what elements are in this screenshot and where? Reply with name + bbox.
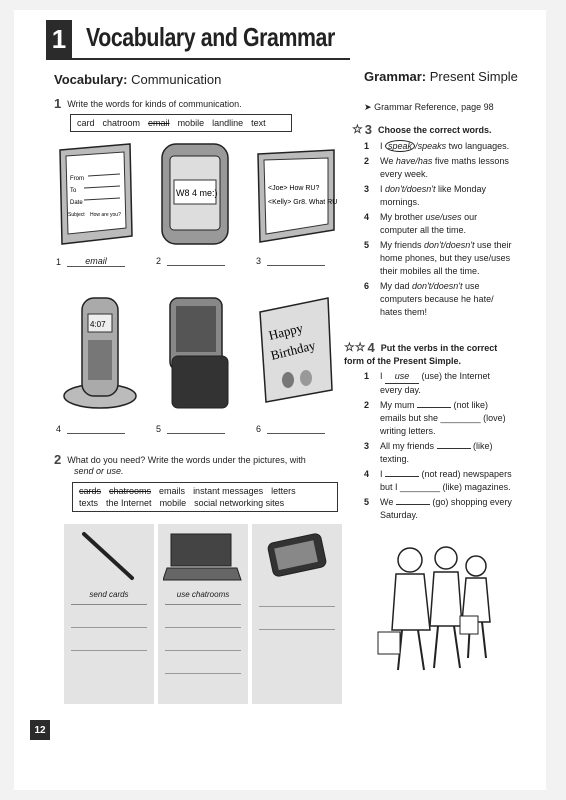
mobile-phone-illustration <box>169 297 229 409</box>
chat-line-1: <Joe> How RU? <box>268 185 319 192</box>
pen-cell: send cards <box>64 524 154 704</box>
pen-answer-line-2[interactable] <box>71 613 147 628</box>
laptop-answer-line-4[interactable] <box>165 659 241 674</box>
phone-time-display: 4:07 <box>90 320 106 329</box>
smartphone-answer-line-1[interactable] <box>259 592 335 607</box>
smartphone-cell <box>252 524 342 704</box>
mobile-text-illustration: W8 4 me:) <box>161 143 229 245</box>
laptop-cell: use chatrooms <box>158 524 248 704</box>
email-to-label: To <box>70 188 77 194</box>
exercise-1-word-box: card chatroom email mobile landline text <box>70 114 292 132</box>
exercise-2-picture-grid: send cards use chatrooms <box>64 524 342 704</box>
laptop-answer-line-2[interactable] <box>165 613 241 628</box>
smartphone-answer-line-2[interactable] <box>259 615 335 630</box>
arrow-icon: ➤ <box>364 102 372 112</box>
grammar-reference[interactable]: ➤ Grammar Reference, page 98 <box>364 102 494 112</box>
chatroom-illustration: <Joe> How RU? <Kelly> Gr8. What RU <box>257 149 337 243</box>
answer-6[interactable]: 6 <box>256 424 326 434</box>
birthday-card-illustration: Happy Birthday <box>259 297 333 403</box>
answer-2[interactable]: 2 <box>156 256 226 266</box>
page-title: Vocabulary and Grammar <box>86 22 335 52</box>
laptop-icon <box>163 533 242 581</box>
shopping-people-illustration <box>377 546 491 671</box>
email-subject-label: Subject <box>68 212 85 218</box>
exercise-2-word-box: cards chatrooms emails instant messages … <box>72 482 338 512</box>
answer-5[interactable]: 5 <box>156 424 226 434</box>
unit-number: 1 <box>46 20 72 58</box>
answer-3[interactable]: 3 <box>256 256 326 266</box>
pen-icon <box>82 532 134 580</box>
computer-email-illustration: From To Date Subject How are you? <box>59 143 133 245</box>
chat-line-2: <Kelly> Gr8. What RU <box>268 199 337 206</box>
email-date-label: Date <box>70 200 83 206</box>
grammar-heading: Grammar: Present Simple <box>364 69 518 84</box>
vocabulary-heading: Vocabulary: Communication <box>54 72 222 87</box>
laptop-answer-line-3[interactable] <box>165 636 241 651</box>
laptop-answer[interactable]: use chatrooms <box>165 590 241 605</box>
smartphone-icon <box>267 533 327 577</box>
email-subject-value: How are you? <box>90 212 121 218</box>
star-icon: ☆ <box>352 122 363 136</box>
mobile-screen-text: W8 4 me:) <box>176 188 218 198</box>
double-star-icon: ☆☆ <box>344 340 366 354</box>
pen-answer-line-3[interactable] <box>71 636 147 651</box>
email-from-label: From <box>70 176 84 182</box>
header-rule <box>46 58 350 60</box>
answer-4[interactable]: 4 <box>56 424 126 434</box>
pen-answer[interactable]: send cards <box>71 590 147 605</box>
page-number: 12 <box>30 720 50 740</box>
exercise-2-instruction-line2: send or use. <box>74 466 124 476</box>
landline-phone-illustration: 4:07 <box>63 297 137 409</box>
